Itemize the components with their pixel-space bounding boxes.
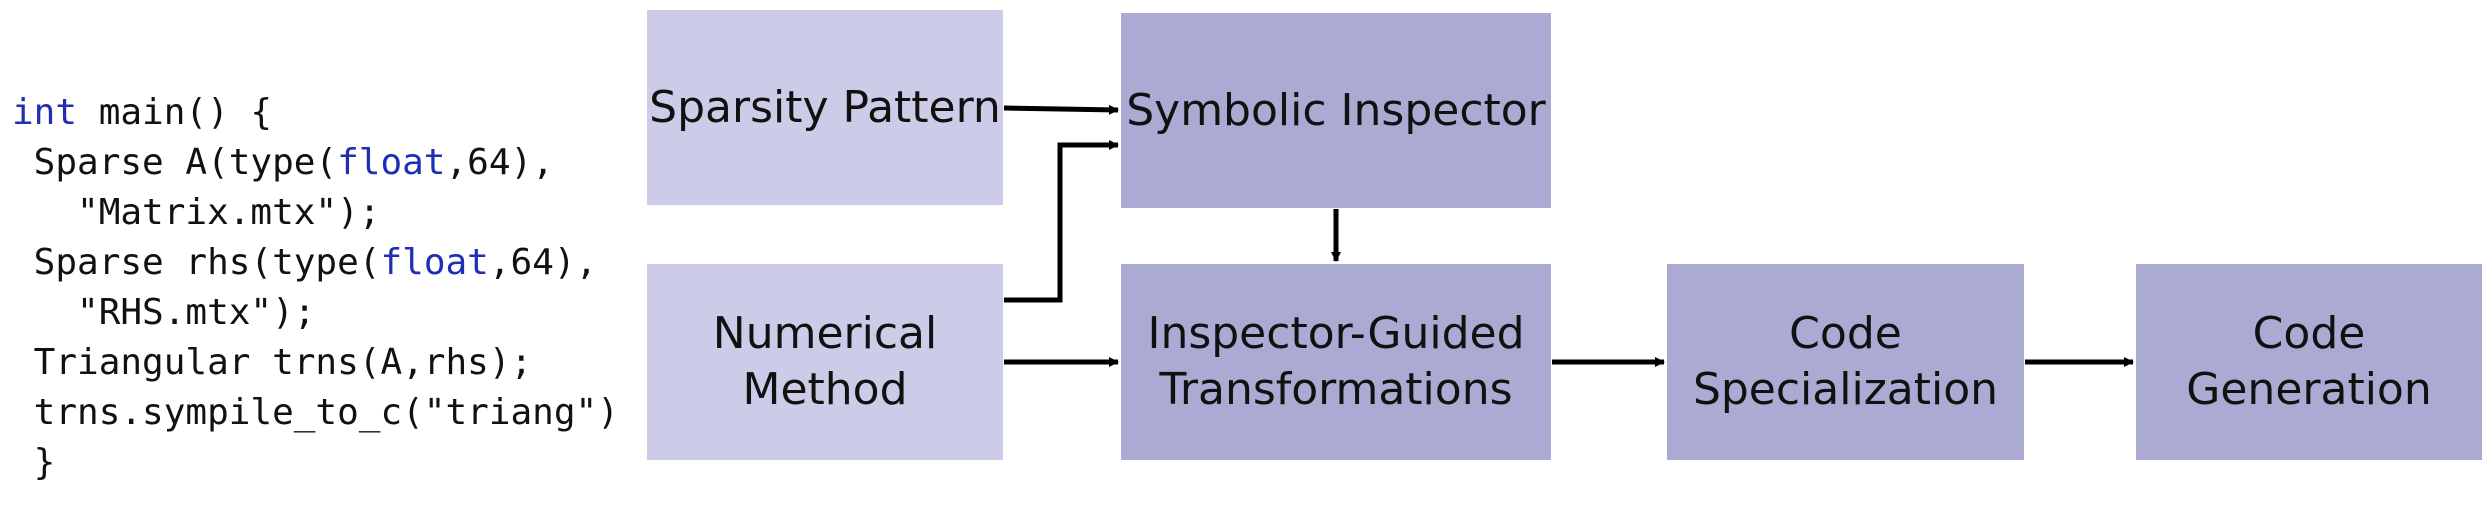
code-line: Triangular trns(A,rhs); (12, 338, 619, 388)
code-text: ,64), (488, 242, 598, 283)
transformations-label-1: Inspector-Guided (1147, 308, 1525, 359)
code-line: } (12, 438, 619, 488)
code-text: "Matrix.mtx"); (12, 192, 381, 233)
code-text: } (12, 442, 56, 483)
code-text: Sparse rhs(type( (12, 242, 381, 283)
sparsity-pattern-box: Sparsity Pattern (647, 10, 1003, 205)
code-specialization-box: Code Specialization (1667, 264, 2024, 460)
generation-label-2: Generation (2186, 364, 2432, 415)
arrow-sparsity-to-symbolic (1003, 104, 1119, 115)
code-line: "Matrix.mtx"); (12, 188, 619, 238)
code-generation-box: Code Generation (2136, 264, 2482, 460)
code-line: int main() { (12, 88, 619, 138)
symbolic-inspector-label-1: Symbolic Inspector (1126, 84, 1546, 136)
code-text: Sparse A(type( (12, 142, 338, 183)
sparsity-pattern-label-1: Sparsity Pattern (649, 81, 1001, 133)
generation-label-1: Code (2252, 308, 2366, 359)
code-snippet: int main() { Sparse A(type(float,64), "M… (12, 88, 619, 488)
numerical-method-label-2: Method (742, 364, 908, 415)
specialization-label-1: Code (1789, 308, 1902, 359)
code-keyword: float (337, 142, 446, 183)
code-line: Sparse A(type(float,64), (12, 138, 619, 188)
code-keyword: int (12, 92, 78, 133)
numerical-method-label-1: Numerical (712, 308, 938, 359)
inspector-guided-transformations-box: Inspector-Guided Transformations (1121, 264, 1551, 460)
symbolic-inspector-box: Symbolic Inspector (1121, 13, 1551, 208)
code-text: Triangular trns(A,rhs); (12, 342, 533, 383)
code-text: ,64), (445, 142, 554, 183)
code-text: "RHS.mtx"); (12, 292, 316, 333)
arrow-numerical-to-symbolic (1004, 140, 1119, 303)
code-text: trns.sympile_to_c("triang") (12, 392, 619, 433)
code-line: Sparse rhs(type(float,64), (12, 238, 619, 288)
specialization-label-2: Specialization (1692, 364, 1999, 415)
transformations-label-2: Transformations (1159, 364, 1513, 415)
code-text: main() { (77, 92, 273, 133)
code-keyword: float (380, 242, 489, 283)
numerical-method-box: Numerical Method (647, 264, 1003, 460)
code-line: "RHS.mtx"); (12, 288, 619, 338)
code-line: trns.sympile_to_c("triang") (12, 388, 619, 438)
